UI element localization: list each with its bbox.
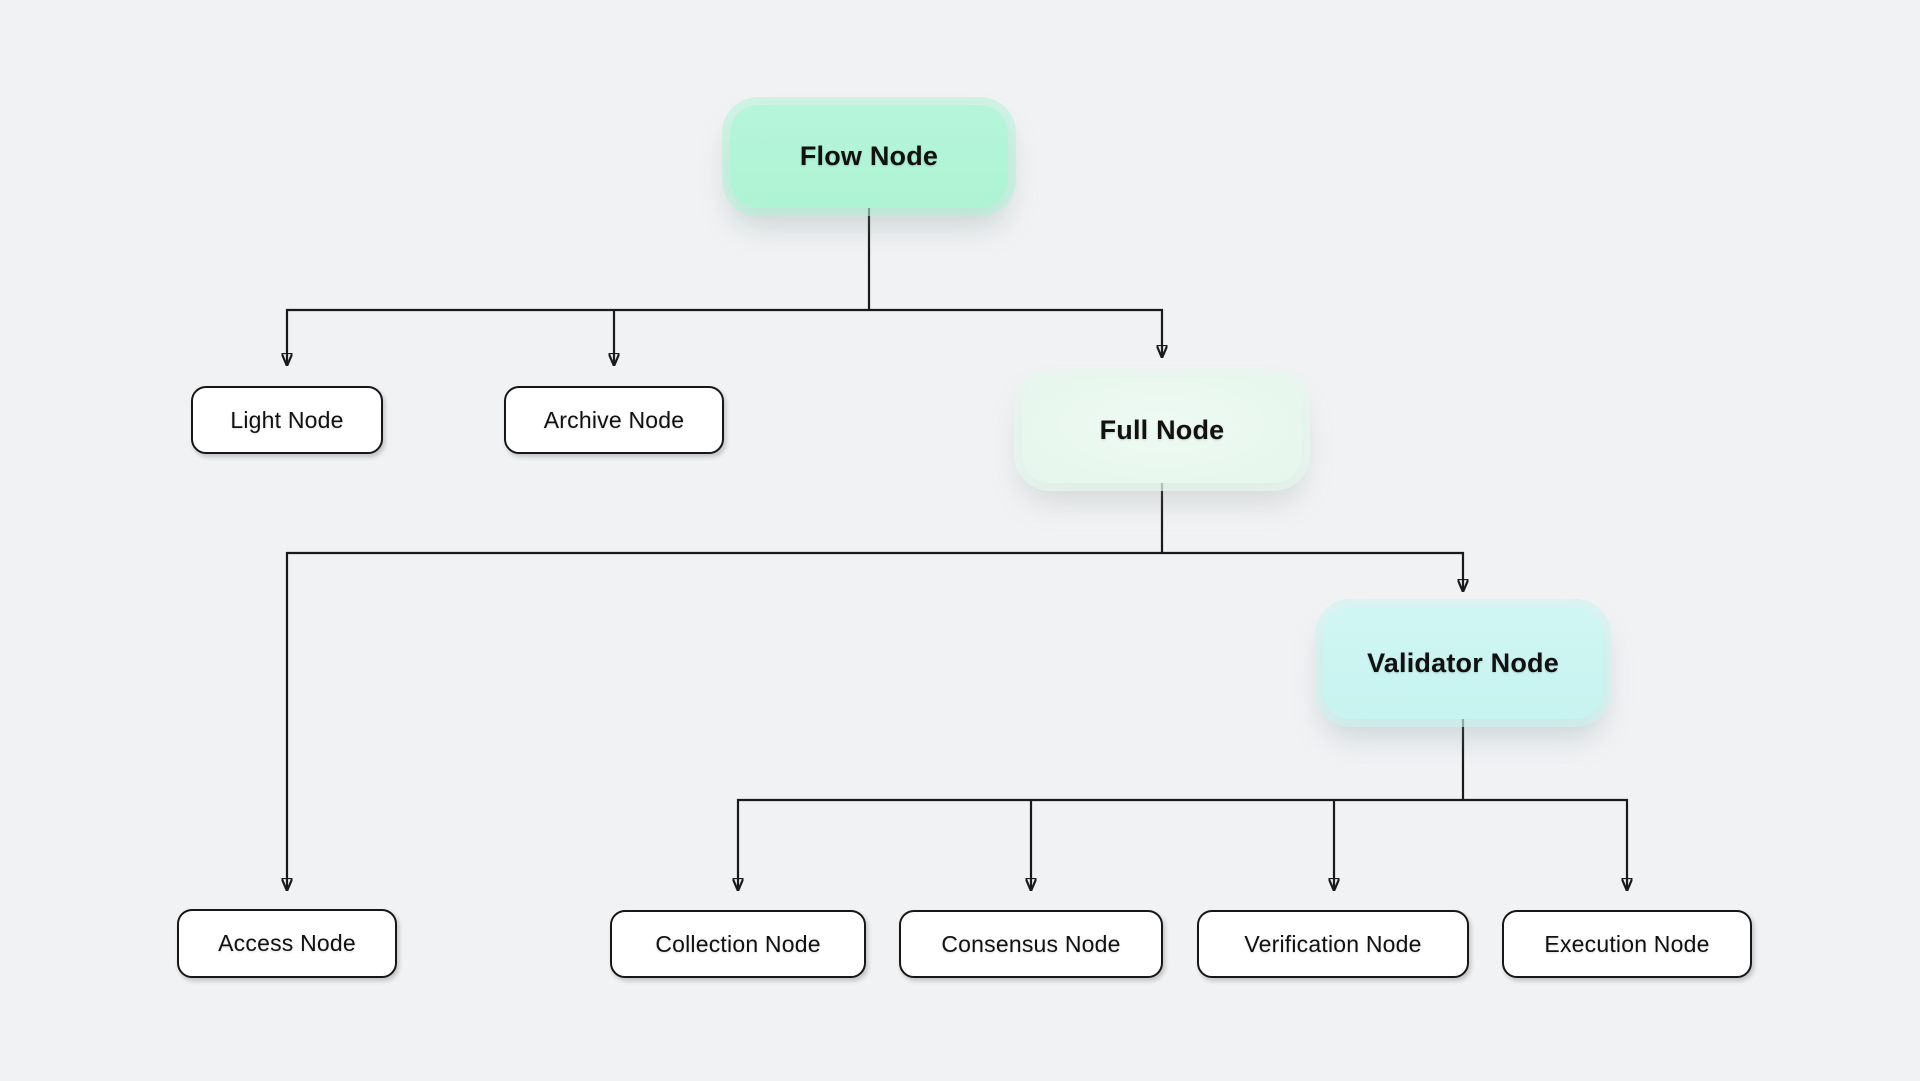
- node-verification: Verification Node: [1197, 910, 1469, 978]
- node-access: Access Node: [177, 909, 397, 978]
- node-archive: Archive Node: [504, 386, 724, 454]
- node-collection: Collection Node: [610, 910, 866, 978]
- node-validator-label: Validator Node: [1367, 647, 1559, 678]
- node-access-label: Access Node: [218, 930, 356, 956]
- node-consensus: Consensus Node: [899, 910, 1163, 978]
- node-flow: Flow Node: [730, 105, 1008, 208]
- node-full-label: Full Node: [1099, 414, 1225, 445]
- node-archive-label: Archive Node: [543, 406, 685, 433]
- node-full: Full Node: [1022, 377, 1302, 483]
- node-flow-label: Flow Node: [799, 141, 939, 171]
- node-consensus-label: Consensus Node: [941, 930, 1121, 957]
- node-validator: Validator Node: [1323, 607, 1603, 719]
- node-light-label: Light Node: [230, 406, 344, 433]
- node-light: Light Node: [191, 386, 383, 454]
- node-verification-label: Verification Node: [1244, 930, 1422, 957]
- node-collection-label: Collection Node: [655, 930, 821, 957]
- node-execution-label: Execution Node: [1544, 930, 1710, 957]
- node-execution: Execution Node: [1502, 910, 1752, 978]
